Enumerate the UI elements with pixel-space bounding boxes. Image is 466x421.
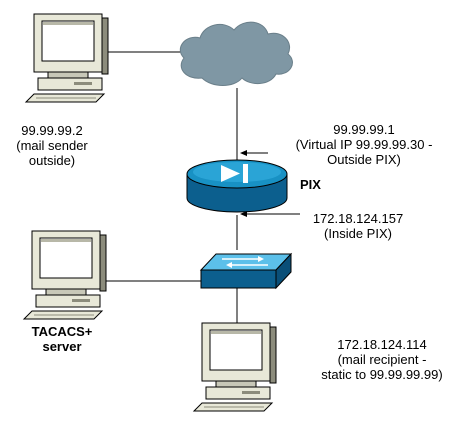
inside-interface-arrow (240, 211, 300, 217)
sender-desc-1: (mail sender (16, 138, 88, 153)
pix-inside-label: 172.18.124.157 (Inside PIX) (300, 211, 416, 241)
sender-desc-2: outside) (28, 153, 76, 168)
recipient-desc-2: static to 99.99.99.99) (321, 367, 443, 382)
pix-name-label: PIX (300, 177, 321, 192)
recipient-computer-icon (193, 322, 277, 412)
pix-outside-virtual-ip: (Virtual IP 99.99.99.30 - (295, 137, 433, 152)
internet-cloud-icon (179, 21, 293, 86)
recipient-label: 172.18.124.114 (mail recipient - static … (300, 337, 464, 382)
tacacs-title: TACACS+ (31, 324, 93, 339)
sender-ip: 99.99.99.2 (21, 123, 83, 138)
sender-label: 99.99.99.2 (mail sender outside) (4, 123, 100, 168)
outside-interface-arrow (240, 150, 268, 156)
pix-inside-desc: (Inside PIX) (324, 226, 392, 241)
pix-outside-ip: 99.99.99.1 (333, 122, 395, 137)
recipient-ip: 172.18.124.114 (337, 337, 427, 352)
pix-inside-ip: 172.18.124.157 (312, 211, 404, 226)
tacacs-server: server (42, 339, 82, 354)
tacacs-label: TACACS+ server (20, 324, 104, 354)
sender-computer-icon (25, 13, 109, 103)
pix-outside-desc: Outside PIX) (327, 152, 401, 167)
pix-outside-label: 99.99.99.1 (Virtual IP 99.99.99.30 - Out… (264, 122, 464, 167)
recipient-desc-1: (mail recipient - (337, 352, 427, 367)
switch-icon (199, 252, 293, 290)
pix-firewall-icon (186, 159, 288, 213)
tacacs-server-computer-icon (23, 230, 107, 320)
